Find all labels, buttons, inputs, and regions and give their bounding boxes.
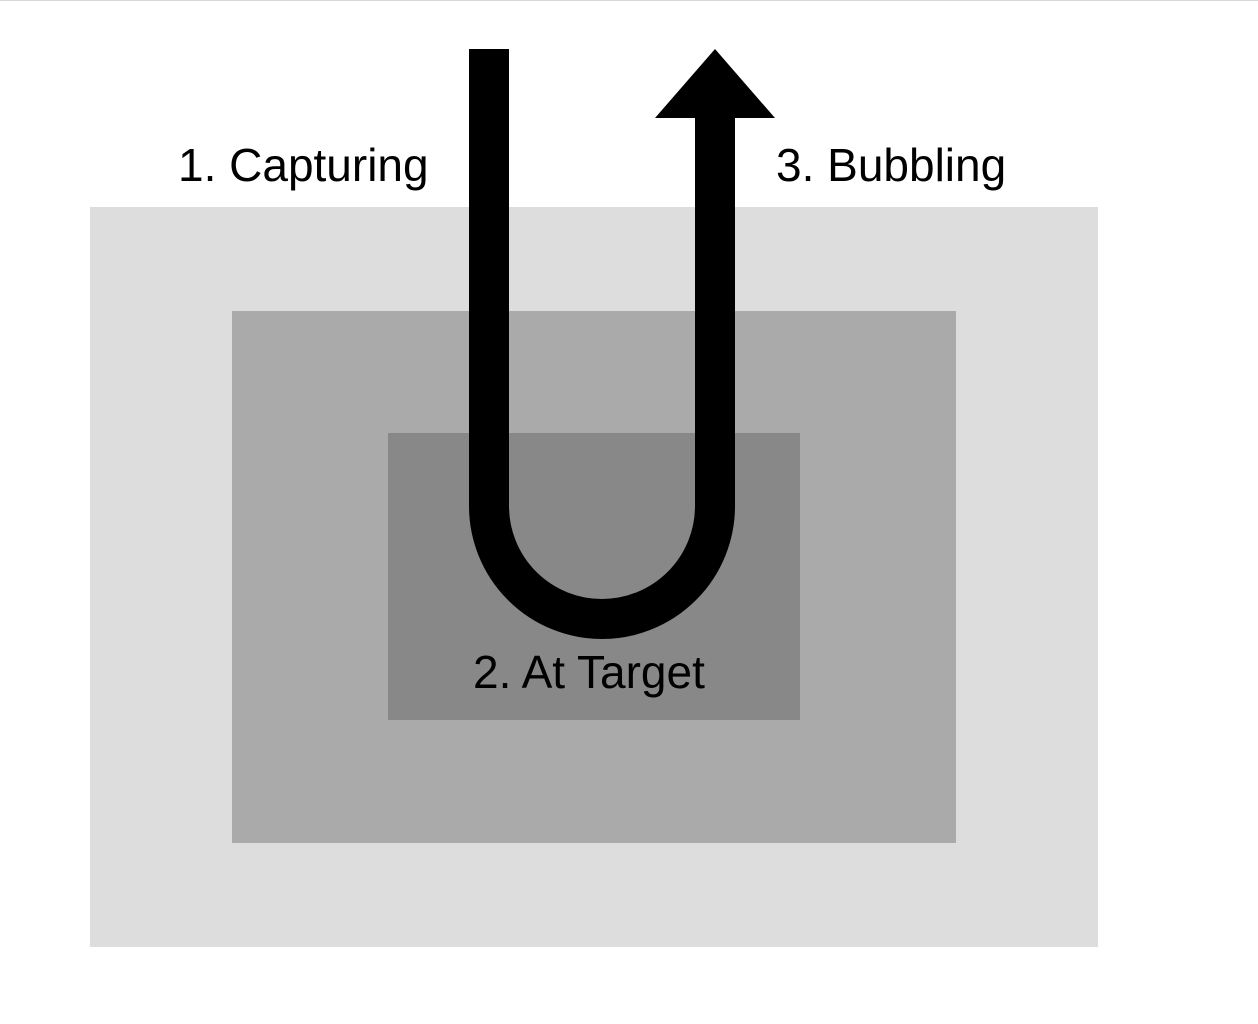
arrowhead-up-icon [655,49,775,118]
capturing-label: 1. Capturing [178,139,429,191]
bubbling-label: 3. Bubbling [776,139,1006,191]
event-flow-u-arrow [469,49,735,639]
at-target-label: 2. At Target [473,646,705,698]
